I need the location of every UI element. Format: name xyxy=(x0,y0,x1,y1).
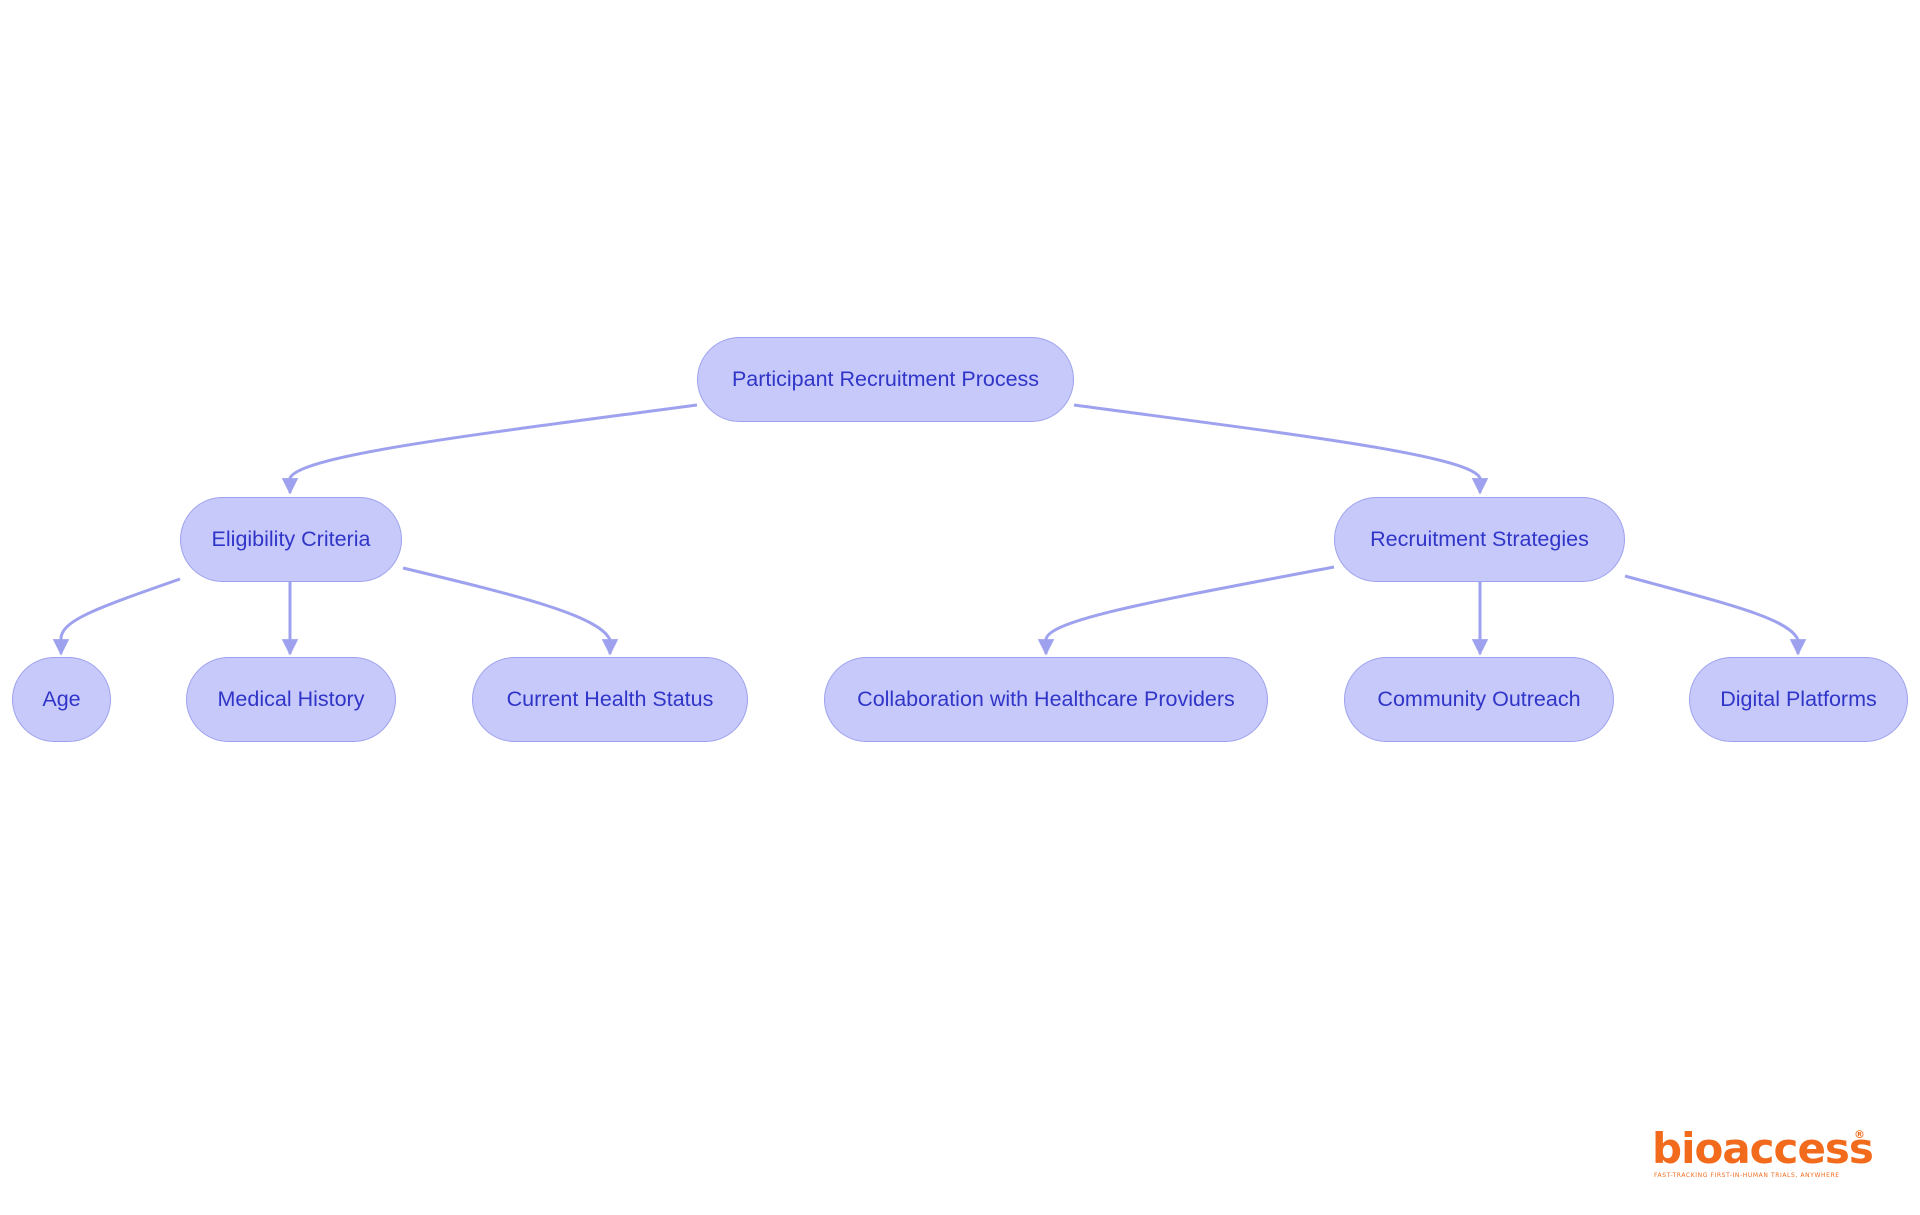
node-age[interactable]: Age xyxy=(12,657,111,742)
node-digital-platforms[interactable]: Digital Platforms xyxy=(1689,657,1908,742)
edge-eligibility-health-status xyxy=(402,566,619,656)
logo-wordmark: bioaccess xyxy=(1652,1124,1874,1173)
edge-root-eligibility xyxy=(281,403,698,495)
edge-root-strategies xyxy=(1073,403,1489,495)
node-participant-recruitment-process[interactable]: Participant Recruitment Process xyxy=(697,337,1074,422)
bioaccess-logo: bioaccess ® FAST-TRACKING FIRST-IN-HUMAN… xyxy=(1648,1124,1874,1184)
edge-eligibility-age xyxy=(52,577,181,656)
node-current-health-status[interactable]: Current Health Status xyxy=(472,657,748,742)
logo-tagline: FAST-TRACKING FIRST-IN-HUMAN TRIALS, ANY… xyxy=(1654,1172,1840,1179)
edge-strategies-digital xyxy=(1624,574,1807,656)
node-community-outreach[interactable]: Community Outreach xyxy=(1344,657,1614,742)
edge-strategies-collaboration xyxy=(1037,565,1335,656)
registered-mark-icon: ® xyxy=(1854,1128,1865,1141)
node-collaboration-with-healthcare-providers[interactable]: Collaboration with Healthcare Providers xyxy=(824,657,1268,742)
node-eligibility-criteria[interactable]: Eligibility Criteria xyxy=(180,497,402,582)
node-recruitment-strategies[interactable]: Recruitment Strategies xyxy=(1334,497,1625,582)
node-medical-history[interactable]: Medical History xyxy=(186,657,396,742)
